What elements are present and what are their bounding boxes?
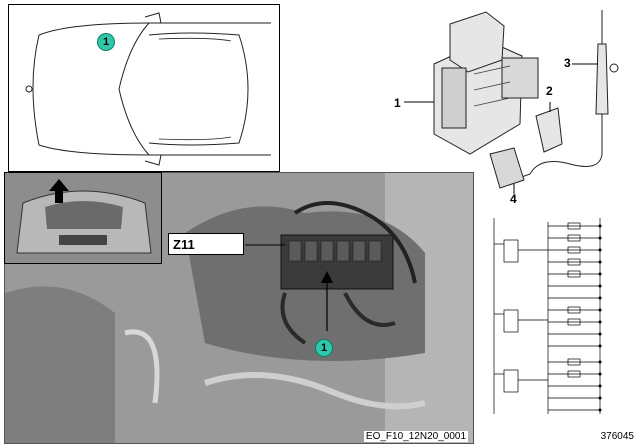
fuse-carrier-part: [433, 11, 539, 155]
callout-part-4: 4: [510, 192, 517, 206]
car-top-view-panel: 1: [8, 4, 280, 172]
photo-marker-1: 1: [315, 339, 333, 357]
location-marker-1: 1: [97, 33, 115, 51]
leader-lines: [404, 63, 598, 194]
callout-part-1: 1: [394, 96, 401, 110]
cable-part-3: [507, 10, 619, 183]
photo-code-label: EO_F10_12N20_0001: [363, 431, 468, 442]
terminal-dots: [598, 224, 602, 412]
relay-block-3: [494, 369, 548, 393]
relay-block-1: [494, 239, 548, 263]
engine-bay-illustration: [5, 173, 473, 443]
car-front-inset: [4, 172, 162, 264]
bracket-part-2: [535, 107, 563, 153]
car-front-illustration: [5, 173, 161, 263]
car-outline-drawing: [25, 12, 271, 166]
callout-part-2: 2: [546, 84, 553, 98]
callout-part-3: 3: [564, 56, 571, 70]
diagram-id: 376045: [600, 431, 634, 442]
parts-exploded-view: [404, 10, 619, 194]
component-label-z11: Z11: [168, 233, 244, 255]
relay-block-2: [494, 309, 548, 333]
circuit-schematic: [493, 218, 602, 414]
connector-part-4: [489, 147, 525, 189]
fuse-rows: [547, 222, 600, 414]
